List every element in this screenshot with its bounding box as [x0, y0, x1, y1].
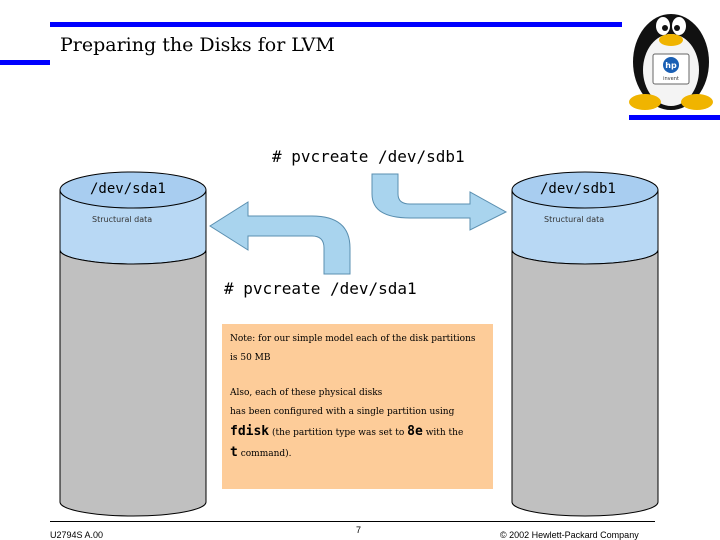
note-line-6: t command).	[230, 443, 485, 464]
disk-sdb1-label: /dev/sdb1	[540, 181, 616, 197]
note-with-the: with the	[425, 428, 464, 438]
note-fdisk: fdisk	[230, 424, 270, 439]
note-box: Note: for our simple model each of the d…	[222, 324, 493, 489]
footer-course-code: U2794S A.00	[50, 530, 104, 540]
note-code: 8e	[407, 424, 423, 439]
header-bar-left	[0, 60, 50, 65]
hp-logo-subtext: invent	[663, 76, 679, 82]
disk-sda1	[59, 171, 207, 517]
pvcreate-sdb1-command: # pvcreate /dev/sdb1	[272, 147, 465, 166]
disk-sda1-label: /dev/sda1	[90, 181, 166, 197]
header-bar	[50, 22, 622, 27]
note-line-5: fdisk (the partition type was set to 8e …	[230, 422, 485, 443]
note-line-2: is 50 MB	[230, 353, 271, 363]
note-line-1: Note: for our simple model each of the d…	[230, 334, 476, 344]
tux-logo: hp invent	[629, 14, 713, 110]
footer-copyright: © 2002 Hewlett-Packard Company	[500, 530, 639, 540]
disk-sdb1	[511, 171, 659, 517]
hp-logo-text: hp	[665, 61, 677, 70]
header-bar-right	[629, 115, 720, 120]
note-command: command).	[240, 449, 292, 459]
note-line-3: Also, each of these physical disks	[230, 388, 383, 398]
note-t: t	[230, 445, 238, 460]
footer-line	[50, 521, 655, 522]
note-mid: (the partition type was set to	[272, 428, 405, 438]
curved-arrow-right-icon	[371, 173, 508, 231]
pvcreate-sda1-command: # pvcreate /dev/sda1	[224, 279, 417, 298]
disk-sdb1-structural-label: Structural data	[544, 215, 605, 224]
curved-arrow-left-icon	[209, 201, 351, 275]
page-title: Preparing the Disks for LVM	[60, 34, 335, 56]
footer-page-number: 7	[356, 525, 362, 535]
note-line-4: has been configured with a single partit…	[230, 407, 455, 417]
disk-sda1-structural-label: Structural data	[92, 215, 153, 224]
